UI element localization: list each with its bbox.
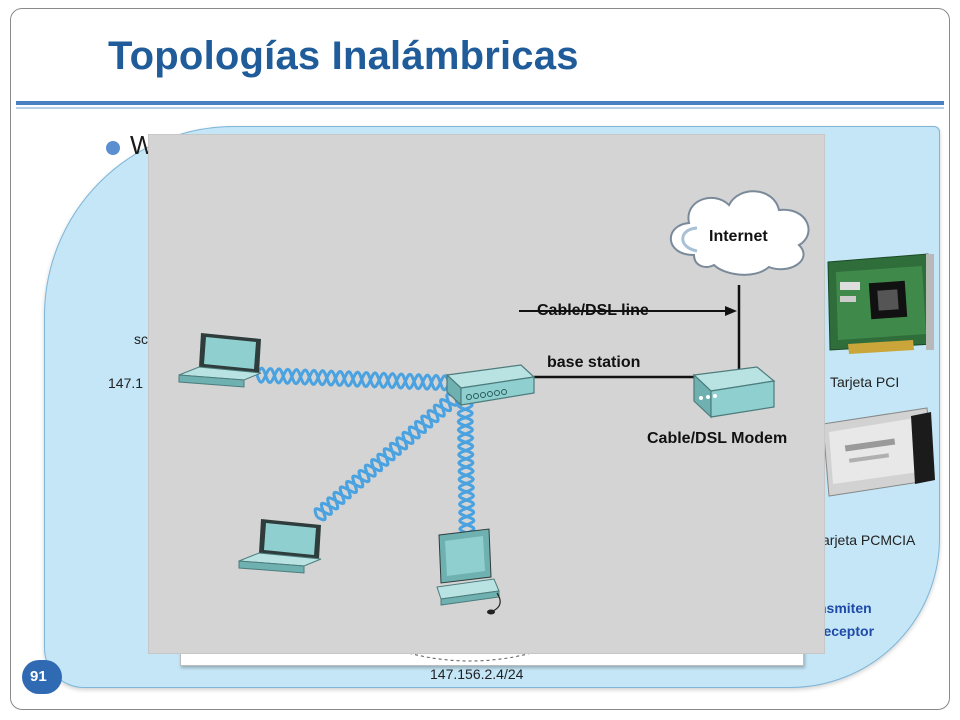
modem-icon [692, 366, 776, 419]
internet-cloud-icon [669, 190, 810, 276]
wave-to-laptop-top [255, 366, 451, 392]
bottom-ip-label: 147.156.2.4/24 [430, 666, 524, 682]
title-rule-light [16, 107, 944, 109]
blue-text-line1: nsmiten [818, 600, 872, 616]
wave-to-laptop-bottom [313, 392, 459, 522]
slide-title: Topologías Inalámbricas [108, 34, 579, 78]
pci-card-label: Tarjeta PCI [830, 374, 900, 390]
left-small-label: sc [134, 331, 148, 347]
wave-to-desktop [456, 399, 476, 535]
base-station-icon [445, 364, 536, 407]
arrow-head [725, 306, 737, 316]
network-diagram-drawing: Internet Cable/DSL line base station Cab… [178, 190, 810, 615]
pcmcia-card-image [822, 407, 935, 497]
cable-line-label: Cable/DSL line [537, 302, 649, 319]
content-panel-border [44, 126, 940, 688]
title-rule [16, 101, 944, 105]
laptop-icon-2 [238, 519, 322, 574]
internet-label: Internet [709, 228, 768, 245]
laptop-icon [178, 333, 262, 388]
network-diagram: Internet Cable/DSL line base station Cab… [149, 135, 824, 653]
desktop-computer-icon [436, 528, 501, 615]
base-station-label: base station [547, 354, 640, 371]
pcmcia-card-label: Tarjeta PCMCIA [815, 532, 916, 548]
page-number: 91 [22, 660, 62, 694]
pci-card-image [827, 253, 934, 354]
modem-label: Cable/DSL Modem [647, 430, 787, 447]
bullet-dot [106, 141, 120, 155]
left-ip-label: 147.1 [108, 375, 144, 391]
blue-text-line2: receptor [818, 623, 875, 639]
